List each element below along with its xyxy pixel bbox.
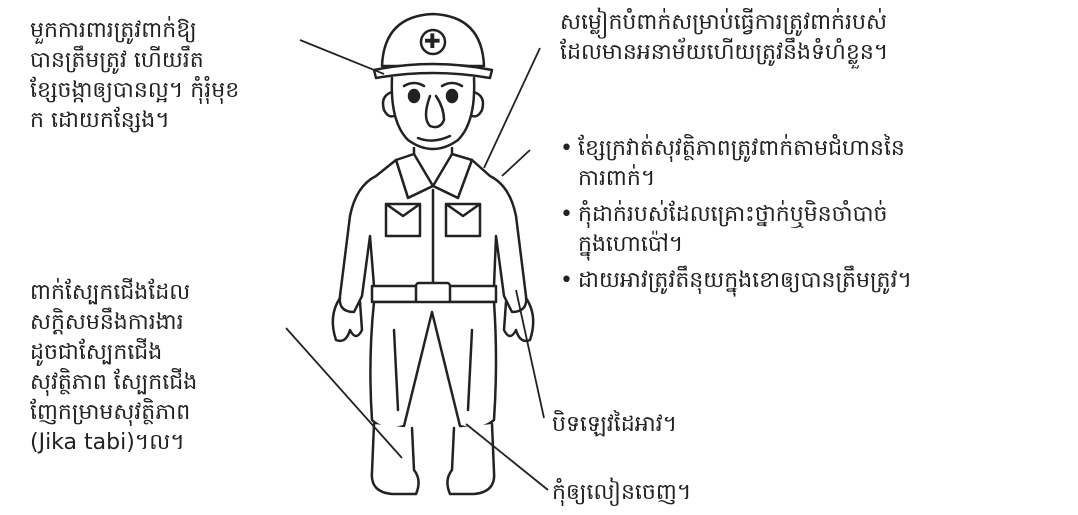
ear-left xyxy=(381,90,396,118)
ear-right xyxy=(470,90,485,118)
leader-belt xyxy=(501,149,531,177)
note-clothing-line: ដែលមានអនាម័យហើយត្រូវនឹងទំហំខ្លួន។ xyxy=(560,40,889,65)
hand-left xyxy=(331,296,364,343)
bullet-item: • ដាយអាវត្រូវតឹនុយក្នុងខោឲ្យបានត្រឹមត្រូ… xyxy=(560,266,1060,296)
helmet-brim xyxy=(372,62,494,80)
leader-helmet xyxy=(299,39,385,75)
note-footwear-line: ពាក់ស្បែកជើងដែល xyxy=(30,280,191,305)
note-footwear-line: ញែកម្រាមសុវត្ថិភាព xyxy=(30,400,191,425)
leader-sleeves xyxy=(515,289,545,419)
pocket-left xyxy=(384,202,422,238)
note-trousers: កុំឲ្យលៀនចេញ។ xyxy=(552,480,692,505)
note-footwear: ពាក់ស្បែកជើងដែល សក្តិសមនឹងការងារ ដូចជាស្… xyxy=(30,278,310,458)
mouth xyxy=(416,134,452,142)
note-footwear-line: ដូចជាស្បែកជើង xyxy=(30,340,163,365)
bullet-dot: • xyxy=(560,202,573,227)
bullet-item: • កុំដាក់របស់ដែលគ្រោះថ្នាក់ឬមិនចាំបាច់ ក… xyxy=(560,200,1060,260)
bullet-line: ដាយអាវត្រូវតឹនុយក្នុងខោឲ្យបានត្រឹមត្រូវ។ xyxy=(578,268,912,293)
leader-trousers xyxy=(465,423,549,491)
note-helmet-line: មួកការពារត្រូវពាក់ឱ្យ xyxy=(30,18,197,43)
eyebrow-right xyxy=(440,81,464,88)
helmet-cross-icon: ✚ xyxy=(424,29,441,53)
bullet-dot: • xyxy=(560,136,573,161)
note-footwear-line: (Jika tabi)។ល។ xyxy=(30,430,185,455)
boot-left xyxy=(370,422,420,496)
bullet-dot: • xyxy=(560,268,573,293)
hand-right xyxy=(502,296,535,343)
note-helmet-line: ក ដោយកន្សែង។ xyxy=(30,108,170,133)
note-footwear-line: សុវត្ថិភាព ស្បែកជើង xyxy=(30,370,198,395)
note-sleeves: បិទឡេវដៃអាវ។ xyxy=(552,412,678,437)
eyebrow-left xyxy=(402,81,426,88)
bullet-line: កុំដាក់របស់ដែលគ្រោះថ្នាក់ឬមិនចាំបាច់ xyxy=(578,202,888,227)
bullet-line: ខ្សែក្រវាត់សុវត្ថិភាពត្រូវពាក់តាមជំហាននៃ xyxy=(578,136,905,161)
trouser-crease-left xyxy=(392,328,400,412)
trouser-crease-right xyxy=(466,328,474,412)
note-helmet: មួកការពារត្រូវពាក់ឱ្យ បានត្រឹមត្រូវ ហើយរ… xyxy=(30,16,330,136)
pocket-right xyxy=(444,202,482,238)
note-clothing: សម្លៀកបំពាក់សម្រាប់ធ្វើការត្រូវពាក់របស់ … xyxy=(560,8,1070,68)
eye-left xyxy=(407,88,421,104)
head xyxy=(390,76,476,151)
bullet-line: ក្នុងហោប៉ៅ។ xyxy=(578,232,684,257)
leader-clothing xyxy=(483,47,541,169)
leader-shoes xyxy=(285,327,403,459)
bullet-item: • ខ្សែក្រវាត់សុវត្ថិភាពត្រូវពាក់តាមជំហាន… xyxy=(560,134,1060,194)
nose xyxy=(424,94,446,129)
note-clothing-line: សម្លៀកបំពាក់សម្រាប់ធ្វើការត្រូវពាក់របស់ xyxy=(560,10,887,35)
boot-right xyxy=(446,422,496,496)
bullet-list: • ខ្សែក្រវាត់សុវត្ថិភាពត្រូវពាក់តាមជំហាន… xyxy=(560,134,1060,296)
note-helmet-line: ខ្សែចង្កាឲ្យបានល្អ។ កុំរុំមុខ xyxy=(30,78,240,103)
bullet-line: ការពាក់។ xyxy=(578,166,656,191)
helmet-emblem xyxy=(419,28,447,56)
eye-right xyxy=(445,88,459,104)
note-footwear-line: សក្តិសមនឹងការងារ xyxy=(30,310,184,335)
note-helmet-line: បានត្រឹមត្រូវ ហើយរឹត xyxy=(30,48,204,73)
trousers xyxy=(369,300,498,430)
